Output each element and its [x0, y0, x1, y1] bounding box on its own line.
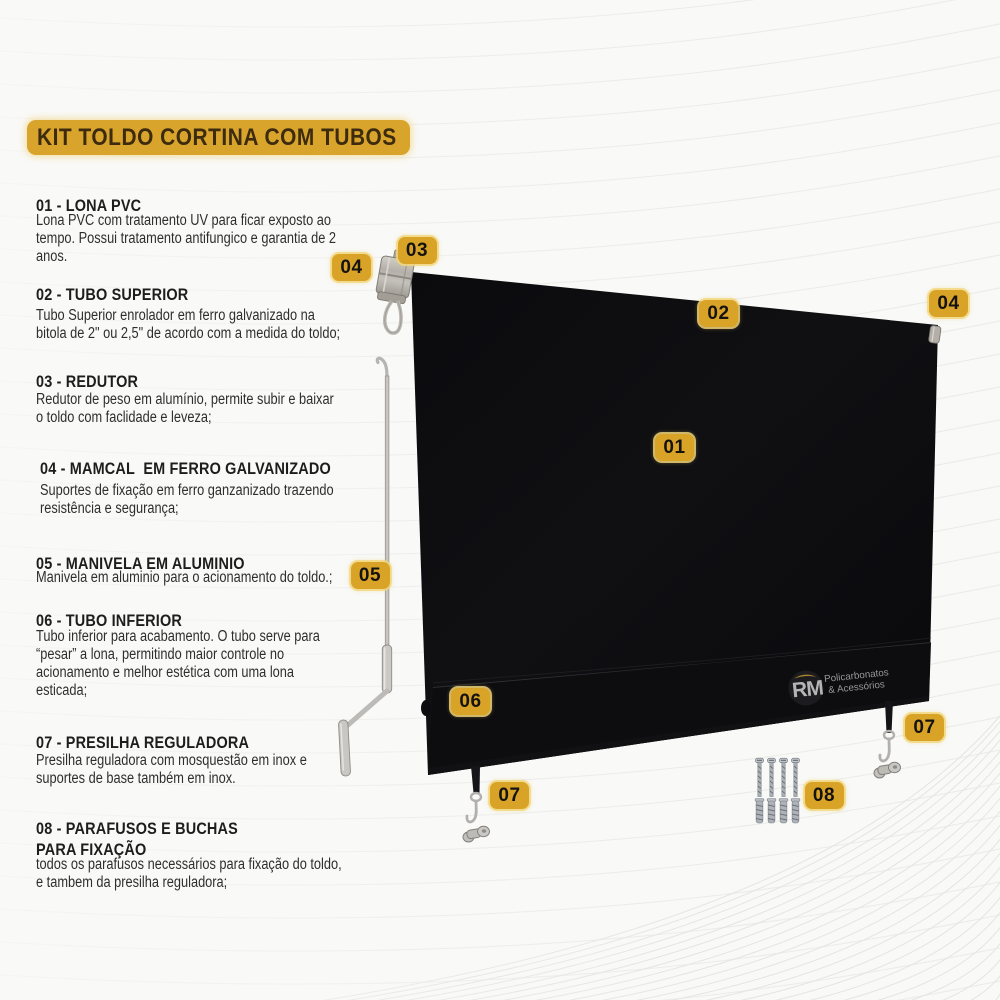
svg-text:RM: RM: [791, 676, 824, 702]
